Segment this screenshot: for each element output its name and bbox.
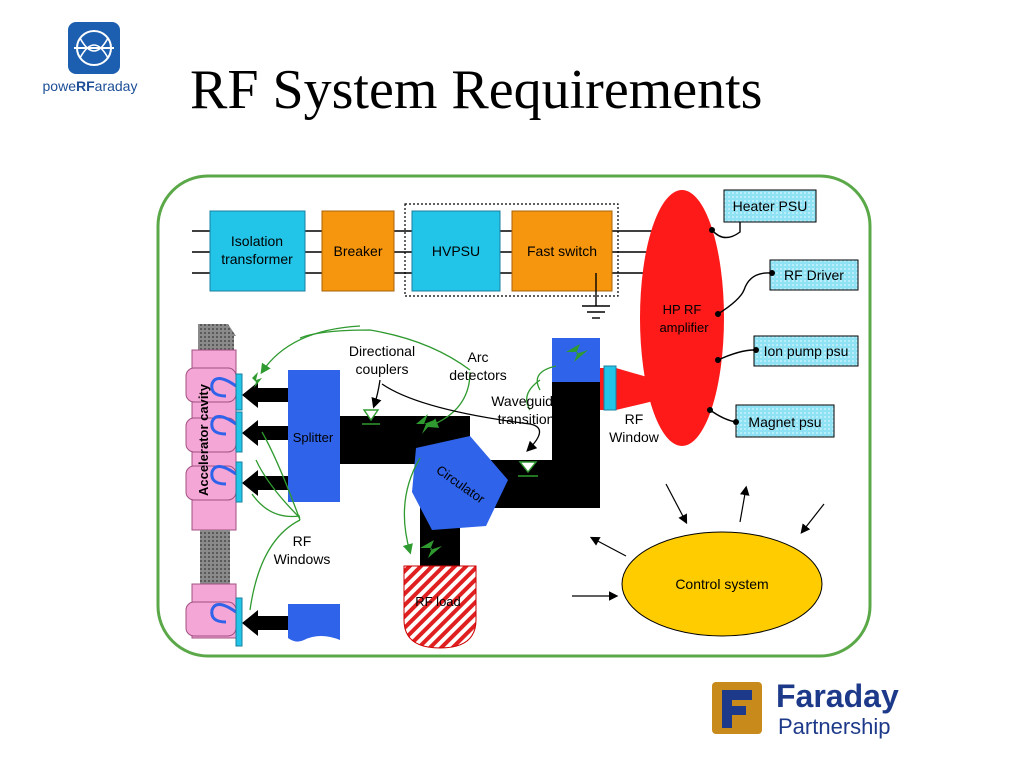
arc-detectors-label-1: Arc	[468, 349, 489, 365]
arc-detector-icons	[252, 344, 588, 558]
arc-detector-lines	[249, 325, 557, 611]
hp-rf-amplifier-label-2: amplifier	[659, 320, 709, 335]
waveguide-transition-label-2: transition	[498, 411, 555, 427]
hp-rf-amplifier: HP RF amplifier	[640, 190, 724, 446]
isolation-transformer-box: Isolation transformer	[209, 210, 306, 292]
coupler-loop-icons	[210, 377, 237, 624]
powerfaraday-logo-icon	[68, 22, 120, 74]
splitter-label: Splitter	[293, 430, 334, 445]
slide-title: RF System Requirements	[190, 59, 763, 121]
rf-load: RF load	[403, 565, 477, 649]
hp-rf-amplifier-label-1: HP RF	[663, 302, 702, 317]
powerfaraday-logo-text: poweRFaraday	[42, 78, 138, 94]
splitter: Splitter	[288, 370, 340, 502]
faraday-logo-word: Faraday	[776, 678, 899, 714]
ion-pump-psu-label: Ion pump psu	[764, 343, 849, 359]
ion-pump-psu-box: Ion pump psu	[753, 335, 859, 367]
psu-wire-dots	[707, 227, 775, 425]
rf-driver-box: RF Driver	[769, 259, 859, 291]
cavity-rf-windows	[235, 373, 243, 647]
control-system-arrows	[572, 483, 825, 601]
rf-window-label-1: RF	[625, 411, 644, 427]
fast-switch-box: Fast switch	[511, 210, 613, 292]
rf-windows-label-2: Windows	[274, 551, 331, 567]
hvpsu-label: HVPSU	[432, 243, 480, 259]
control-system: Control system	[621, 531, 823, 637]
breaker-label: Breaker	[333, 243, 382, 259]
accelerator-cavity-label: Accelerator cavity	[196, 383, 211, 496]
coupler-marker-icons	[362, 409, 538, 477]
lower-feed-block	[288, 604, 340, 642]
directional-couplers-label-1: Directional	[349, 343, 415, 359]
fast-switch-label: Fast switch	[527, 243, 597, 259]
heater-psu-box: Heater PSU	[723, 189, 817, 223]
coupler-callout-lines	[371, 379, 541, 452]
rf-window-label-2: Window	[609, 429, 660, 445]
isolation-transformer-label-1: Isolation	[231, 233, 283, 249]
breaker-box: Breaker	[321, 210, 395, 292]
waveguide-transition-label-1: Waveguide	[491, 393, 561, 409]
arc-detectors-label-2: detectors	[449, 367, 507, 383]
hvpsu-box: HVPSU	[411, 210, 501, 292]
ground-icon	[582, 273, 610, 319]
accelerator-cavity: Accelerator cavity	[185, 324, 237, 639]
rf-window-amplifier	[603, 365, 617, 411]
directional-couplers-label-2: couplers	[356, 361, 409, 377]
faraday-partnership-logo: Faraday Partnership	[712, 678, 972, 748]
rf-load-label: RF load	[415, 594, 461, 609]
isolation-transformer-label-2: transformer	[221, 251, 293, 267]
magnet-psu-box: Magnet psu	[735, 404, 835, 438]
rf-driver-label: RF Driver	[784, 267, 844, 283]
rf-windows-label-1: RF	[293, 533, 312, 549]
magnet-psu-label: Magnet psu	[748, 414, 821, 430]
hvpsu-group-outline	[404, 203, 619, 297]
faraday-logo-icon	[712, 682, 762, 734]
feed-arrows	[242, 382, 288, 636]
partnership-logo-word: Partnership	[778, 714, 891, 739]
powerfaraday-logo: poweRFaraday	[20, 22, 160, 102]
diagram-labels: Directional couplers Arc detectors Waveg…	[274, 343, 660, 567]
circulator: Circulator	[412, 436, 508, 530]
control-system-label: Control system	[675, 576, 768, 592]
heater-psu-label: Heater PSU	[733, 198, 808, 214]
